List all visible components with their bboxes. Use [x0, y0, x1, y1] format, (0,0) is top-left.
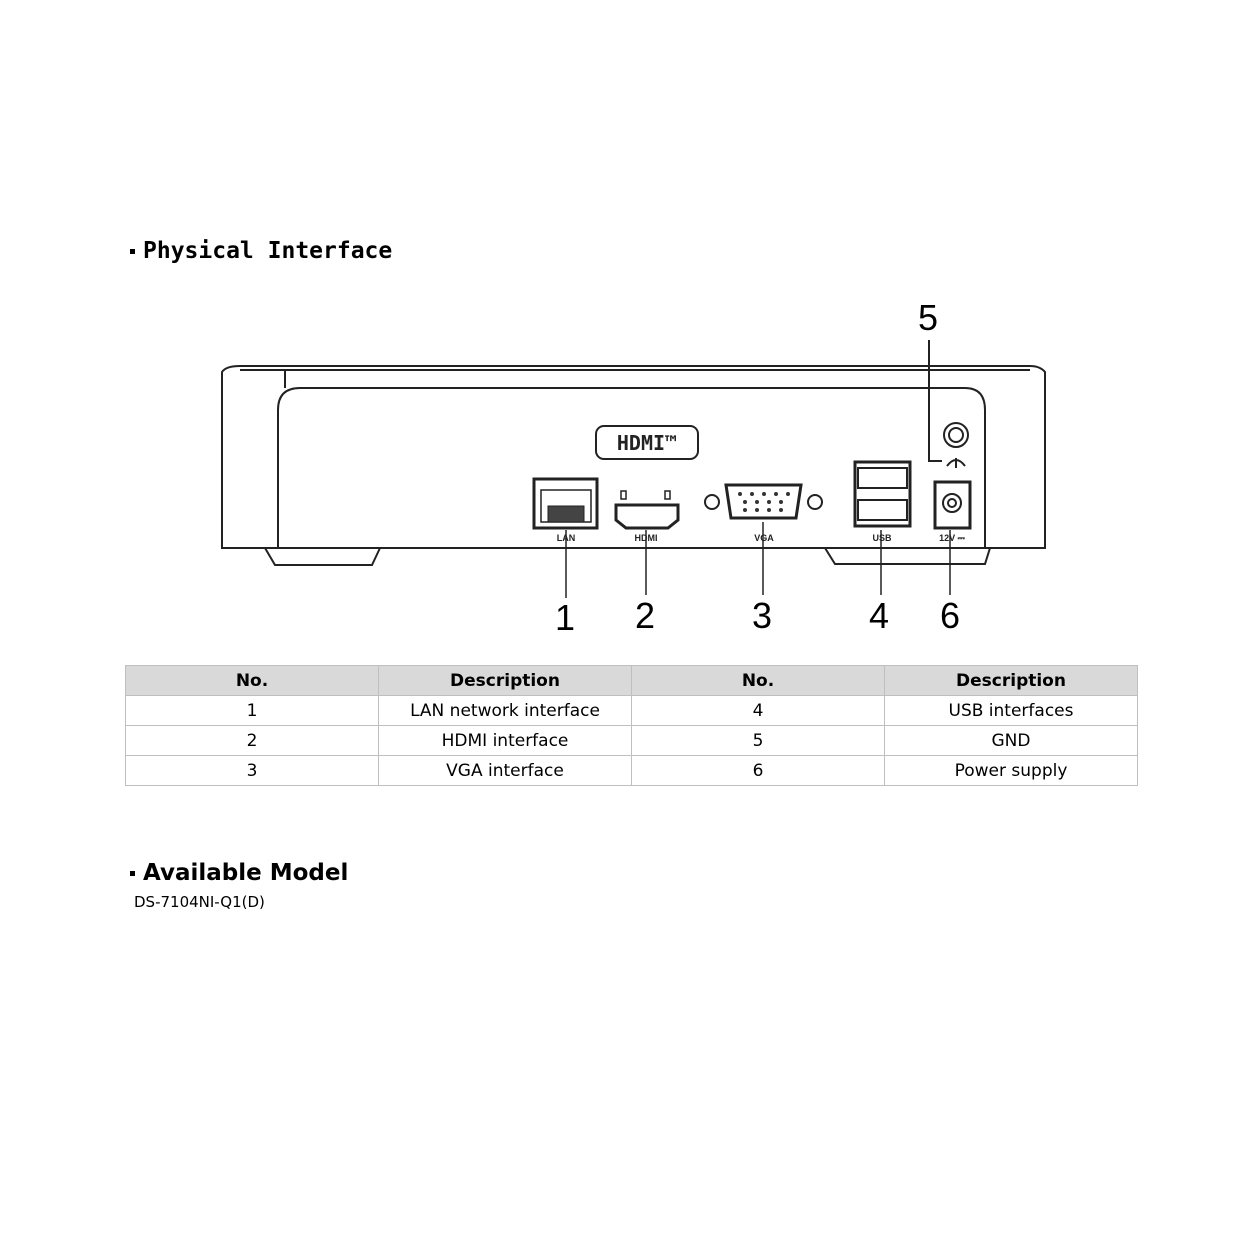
bullet-icon: [130, 248, 135, 254]
header-description: Description: [378, 665, 632, 696]
vga-port: [704, 483, 823, 520]
cell: 3: [125, 755, 379, 786]
header-description: Description: [884, 665, 1138, 696]
hdmi-logo: HDMI™: [595, 425, 699, 460]
hdmi-port: [614, 490, 680, 530]
heading-text: Physical Interface: [143, 238, 393, 264]
available-model-heading: Available Model: [130, 860, 348, 886]
device-body: [221, 365, 1046, 566]
cell: LAN network interface: [378, 695, 632, 726]
usb-label: USB: [872, 533, 892, 543]
heading-text: Available Model: [143, 860, 349, 886]
lan-port: [532, 477, 599, 530]
cell: USB interfaces: [884, 695, 1138, 726]
vga-label: VGA: [754, 533, 774, 543]
table-row: 3 VGA interface 6 Power supply: [125, 755, 1138, 786]
bullet-icon: [130, 870, 135, 876]
power-label: 12V ⎓: [939, 533, 966, 543]
cell: Power supply: [884, 755, 1138, 786]
cell: 2: [125, 725, 379, 756]
callout-5: 5: [918, 297, 938, 338]
gnd-terminal: [928, 340, 969, 468]
usb-ports: [853, 460, 912, 528]
table-header-row: No. Description No. Description: [125, 665, 1138, 696]
cell: GND: [884, 725, 1138, 756]
callout-6: 6: [940, 595, 960, 636]
interface-table: No. Description No. Description 1 LAN ne…: [125, 665, 1138, 786]
header-no: No.: [125, 665, 379, 696]
cell: 4: [631, 695, 885, 726]
table-row: 2 HDMI interface 5 GND: [125, 725, 1138, 756]
callout-1: 1: [555, 597, 575, 638]
cell: 5: [631, 725, 885, 756]
table-row: 1 LAN network interface 4 USB interfaces: [125, 695, 1138, 726]
callout-2: 2: [635, 595, 655, 636]
header-no: No.: [631, 665, 885, 696]
device-rear-panel-diagram: HDMI™ LAN HDMI VGA USB 12V: [221, 297, 1046, 638]
cell: VGA interface: [378, 755, 632, 786]
physical-interface-heading: Physical Interface: [130, 238, 392, 264]
cell: 6: [631, 755, 885, 786]
callout-4: 4: [869, 595, 889, 636]
callout-3: 3: [752, 595, 772, 636]
svg-text:HDMI™: HDMI™: [617, 431, 677, 455]
model-number: DS-7104NI-Q1(D): [134, 893, 265, 911]
cell: HDMI interface: [378, 725, 632, 756]
power-jack: [933, 480, 972, 530]
cell: 1: [125, 695, 379, 726]
callout-lines: [565, 522, 951, 598]
